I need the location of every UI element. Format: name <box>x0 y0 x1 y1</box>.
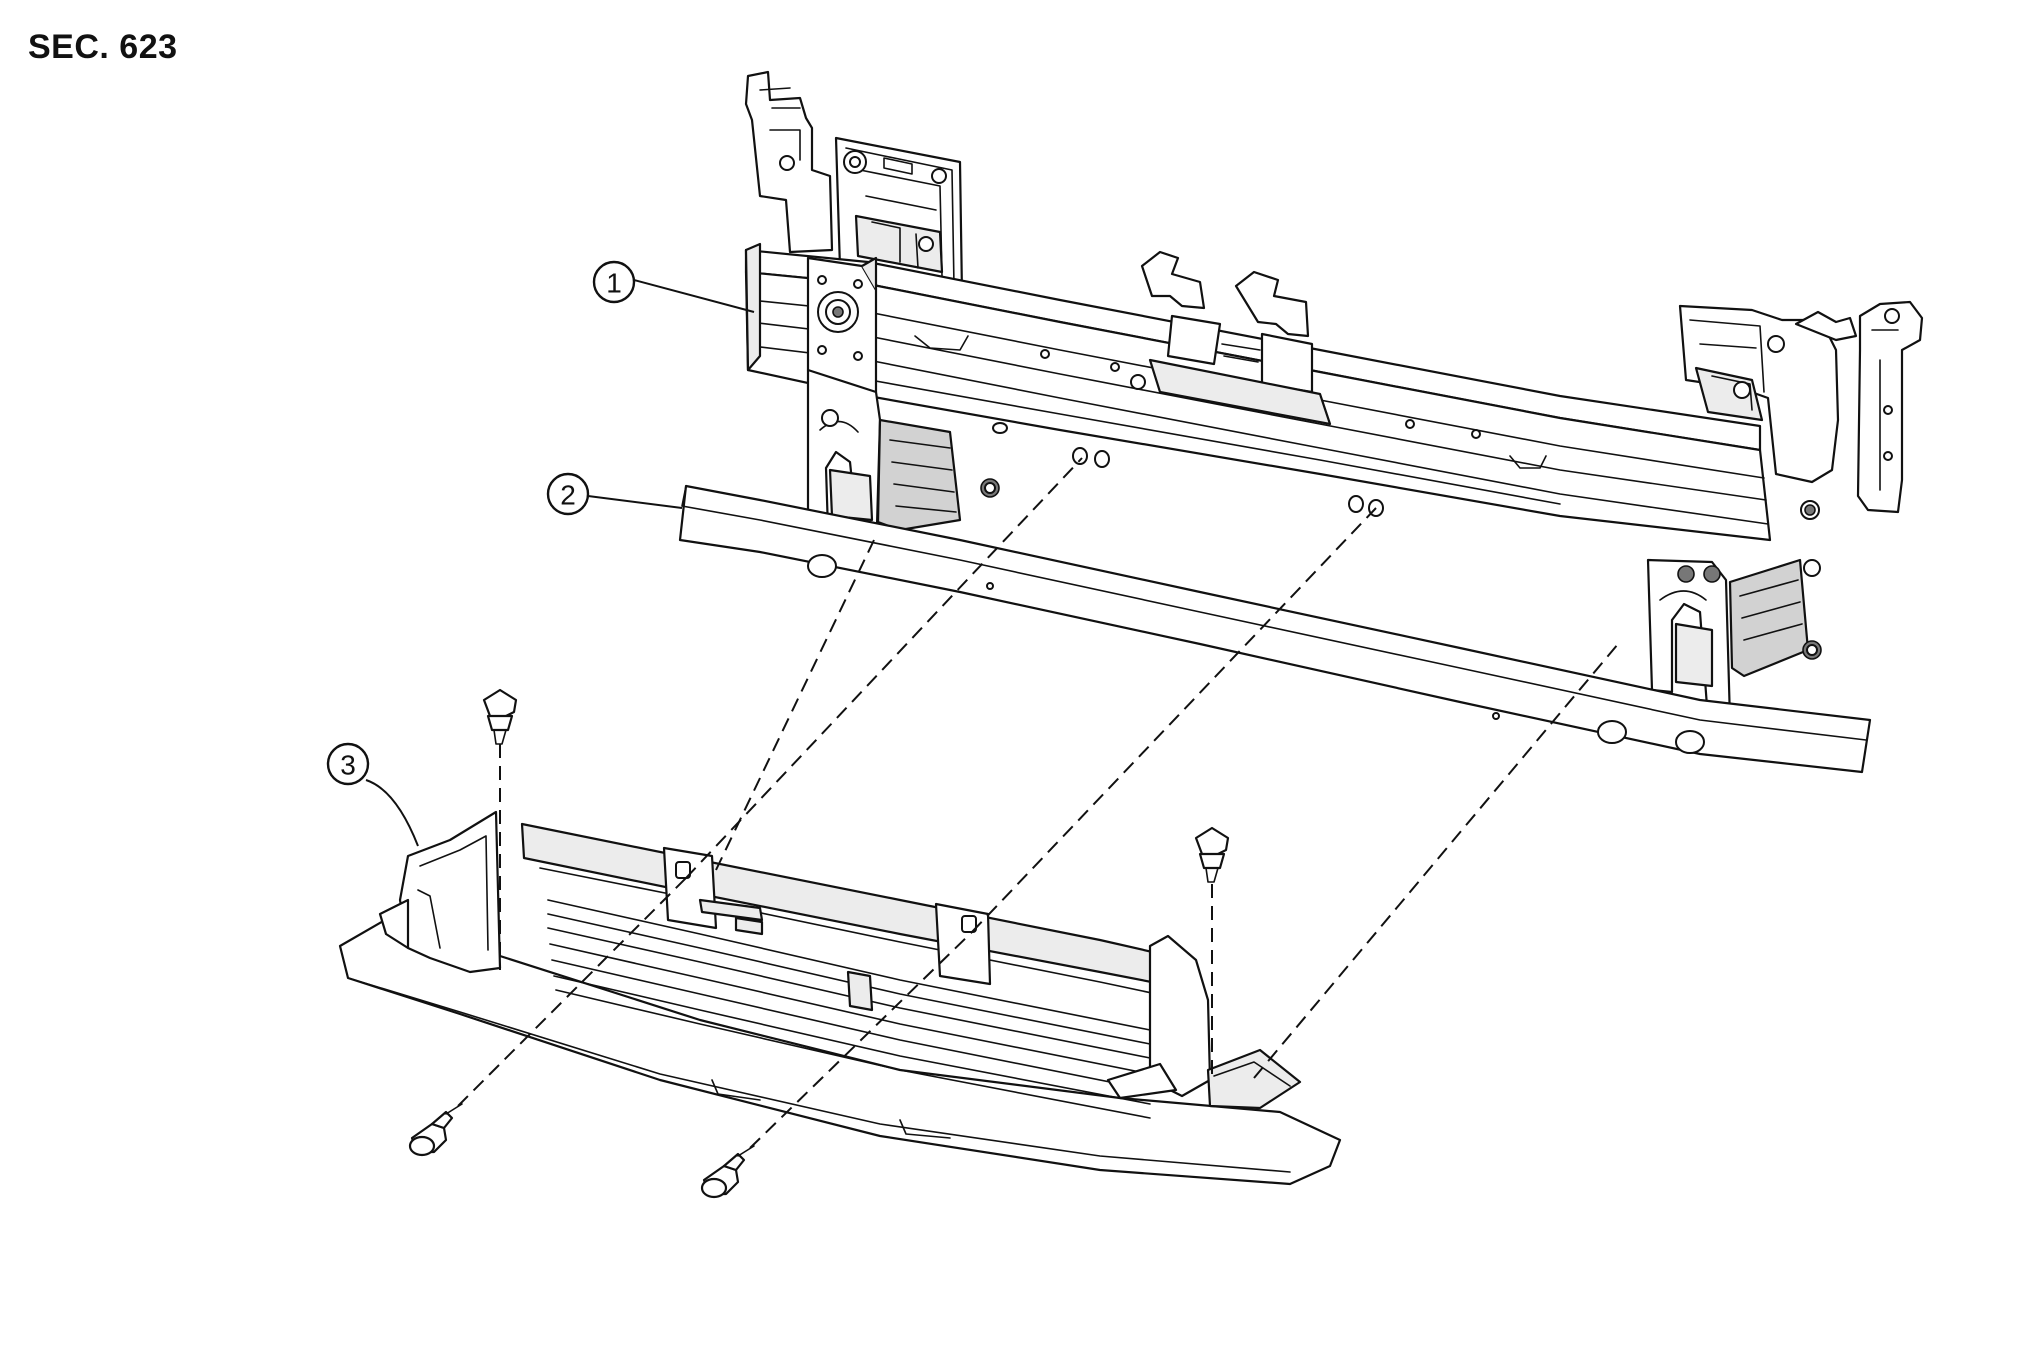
callout-3-label: 3 <box>340 750 356 781</box>
callout-2: 2 <box>546 472 683 516</box>
air-guide-part <box>338 810 1342 1186</box>
callout-1-label: 1 <box>606 268 622 299</box>
right-bracket-assembly <box>1678 300 1924 520</box>
callout-3: 3 <box>326 742 419 847</box>
center-brackets <box>1130 250 1332 426</box>
upper-left-clip <box>482 688 518 745</box>
section-label: SEC. 623 <box>28 28 178 66</box>
left-crash-plate <box>806 256 878 394</box>
assembly-guide-lines <box>457 457 1619 1149</box>
right-lower-leg <box>1646 558 1822 722</box>
left-lower-leg <box>806 368 1000 562</box>
bumper-reinforcement-part <box>744 70 1924 722</box>
lower-left-clip <box>408 1103 463 1157</box>
callout-1: 1 <box>592 260 755 313</box>
upper-right-clip <box>1194 826 1230 883</box>
energy-absorber-part <box>678 484 1872 774</box>
callout-2-label: 2 <box>560 480 576 511</box>
left-bracket-assembly <box>744 70 964 296</box>
lower-center-clip <box>700 1145 755 1199</box>
